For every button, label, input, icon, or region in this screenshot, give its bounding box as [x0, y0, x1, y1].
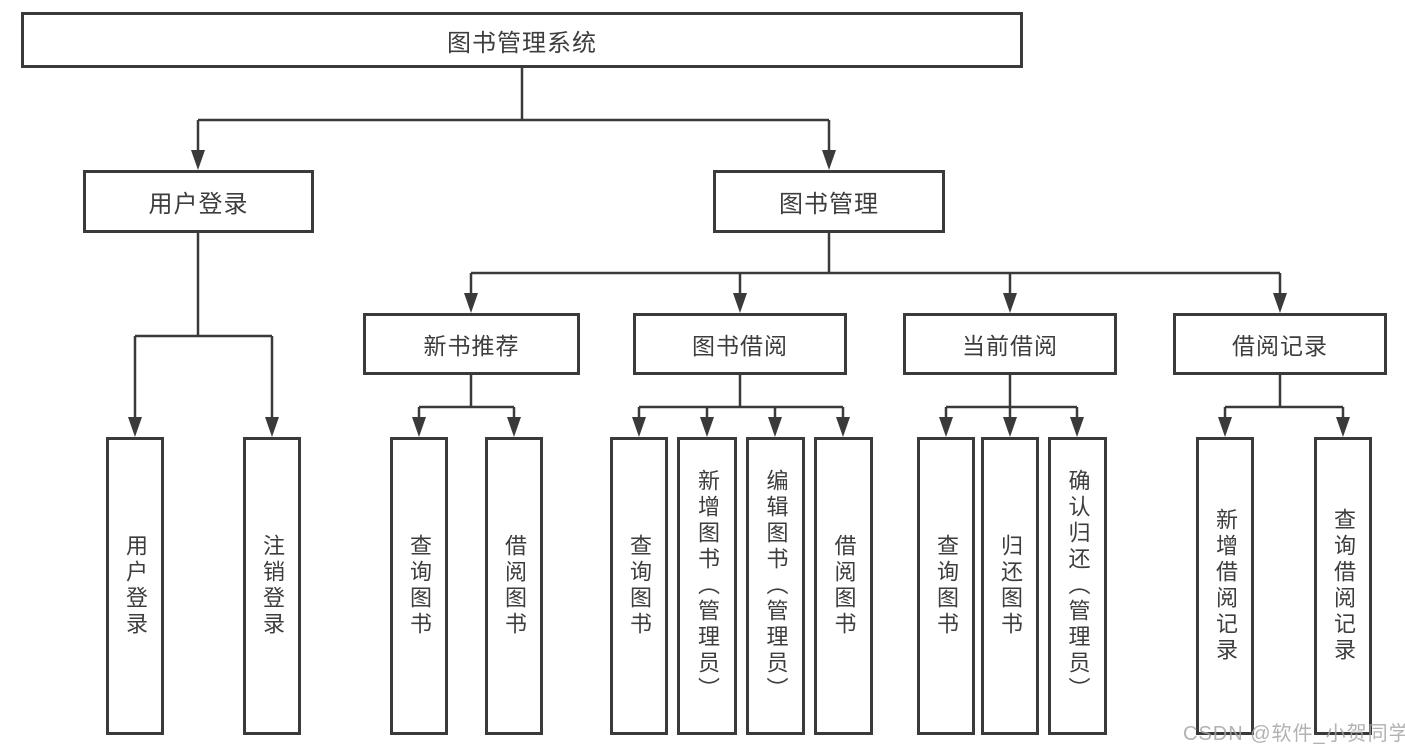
leaf-add-borrow-record: 新增借阅记录 [1196, 437, 1254, 735]
leaf-label: 查询图书 [407, 534, 432, 638]
node-book-management: 图书管理 [713, 170, 945, 233]
arrowheads-level3 [464, 293, 1287, 313]
leaf-logout: 注销登录 [243, 437, 301, 735]
leaf-borrow-books: 借阅图书 [814, 437, 873, 735]
leaf-confirm-return-admin: 确认归还（管理员） [1048, 437, 1107, 735]
node-label: 用户登录 [148, 191, 249, 218]
leaf-query-borrow-record: 查询借阅记录 [1314, 437, 1372, 735]
node-label: 图书管理 [779, 191, 879, 218]
leaf-user-login: 用户登录 [106, 437, 164, 735]
connector-bookmgmt-to-level3 [469, 233, 1282, 295]
node-library-management-system: 图书管理系统 [21, 12, 1023, 68]
leaf-label: 确认归还（管理员） [1065, 469, 1091, 703]
connector-newbooks-to-leaves [417, 375, 516, 419]
leaf-label: 借阅图书 [502, 534, 527, 638]
csdn-watermark: CSDN @软件_小贺同学 [1183, 723, 1405, 745]
arrowheads-current-leaves [939, 417, 1084, 437]
connector-root-to-level2 [196, 68, 831, 152]
arrowheads-level2 [191, 150, 836, 170]
leaf-edit-books-admin: 编辑图书（管理员） [746, 437, 805, 735]
leaf-add-books-admin: 新增图书（管理员） [677, 437, 737, 735]
node-book-borrowing: 图书借阅 [633, 313, 847, 375]
connector-userlogin-to-leaves [133, 233, 274, 419]
leaf-query-books-current: 查询图书 [917, 437, 975, 735]
node-label: 借阅记录 [1232, 333, 1328, 359]
node-label: 图书借阅 [692, 333, 788, 359]
connector-borrow-to-leaves [637, 375, 845, 419]
leaf-label: 注销登录 [260, 534, 285, 638]
leaf-label: 新增图书（管理员） [695, 469, 720, 703]
leaf-borrow-books-recommend: 借阅图书 [485, 437, 543, 735]
node-label: 图书管理系统 [447, 29, 597, 57]
leaf-query-books-borrowing: 查询图书 [610, 437, 668, 735]
arrowheads-records-leaves [1218, 417, 1350, 437]
arrowheads-borrow-leaves [632, 417, 850, 437]
leaf-label: 借阅图书 [831, 534, 857, 638]
arrowheads-newbooks-leaves [412, 417, 521, 437]
leaf-return-books: 归还图书 [981, 437, 1039, 735]
leaf-label: 归还图书 [998, 534, 1023, 638]
leaf-label: 查询图书 [934, 534, 959, 638]
node-label: 新书推荐 [423, 333, 520, 359]
leaf-label: 新增借阅记录 [1213, 508, 1238, 664]
node-user-login: 用户登录 [83, 170, 314, 233]
leaf-query-books-recommend: 查询图书 [390, 437, 448, 735]
node-borrow-records: 借阅记录 [1173, 313, 1387, 375]
node-current-borrowing: 当前借阅 [903, 313, 1117, 375]
connector-records-to-leaves [1223, 375, 1345, 419]
arrowheads-userlogin-leaves [128, 417, 279, 437]
node-label: 当前借阅 [962, 333, 1058, 359]
leaf-label: 用户登录 [123, 534, 148, 638]
node-new-book-recommend: 新书推荐 [363, 313, 580, 375]
leaf-label: 编辑图书（管理员） [763, 469, 789, 703]
leaf-label: 查询图书 [627, 534, 652, 638]
leaf-label: 查询借阅记录 [1331, 508, 1356, 664]
connector-current-to-leaves [944, 375, 1079, 419]
